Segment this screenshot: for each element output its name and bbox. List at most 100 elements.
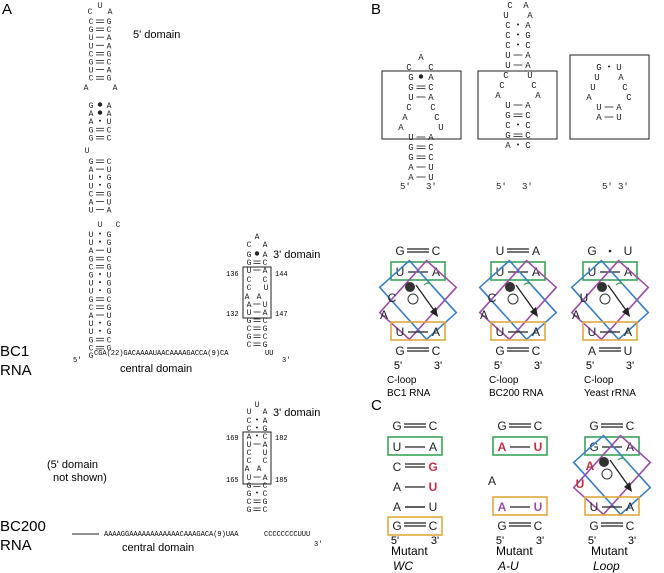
nucleotide: A [527, 11, 533, 21]
nucleotide: U [596, 103, 601, 113]
bc1-num-132: 132 [226, 311, 239, 319]
motif-nucleotide: U [534, 440, 543, 454]
nucleotide: A [263, 309, 268, 318]
top-bond [608, 249, 612, 253]
nucleotide: C [89, 50, 94, 59]
nucleotide: A [586, 93, 592, 103]
motif-nucleotide: U [393, 440, 402, 454]
nucleotide: U [98, 2, 103, 11]
nucleotide: G [89, 336, 94, 345]
nucleotide: G [89, 26, 94, 35]
gu-bond [517, 43, 519, 46]
nucleotide: G [525, 31, 530, 41]
mutant-loop-line2: Loop [593, 559, 620, 573]
nucleotide: U [89, 174, 94, 183]
nucleotide: G [107, 263, 112, 272]
stacked-base [599, 457, 609, 467]
motif-nucleotide: C [432, 344, 441, 358]
nucleotide: G [247, 490, 252, 499]
nucleotide: A [107, 110, 112, 119]
nucleotide: C [505, 41, 511, 51]
nucleotide: C [434, 113, 440, 123]
label-5-domain: 5' domain [133, 29, 180, 41]
open-base [407, 293, 419, 305]
gu-bond [99, 289, 101, 292]
motif-nucleotide: C [532, 344, 541, 358]
nucleotide: C [525, 111, 531, 121]
motif-nucleotide: A [432, 265, 440, 279]
nucleotide: A [89, 247, 94, 256]
bc200-label-line2: RNA [0, 537, 32, 554]
nucleotide: U [594, 73, 599, 83]
motif-nucleotide: A [498, 440, 507, 454]
nucleotide: G [408, 83, 413, 93]
green-pair-box [582, 261, 638, 281]
strand-3-end: 3' [426, 182, 437, 192]
nucleotide: A [428, 133, 434, 143]
nucleotide: U [89, 239, 94, 248]
nucleotide: A [398, 123, 404, 133]
motif-nucleotide: A [588, 344, 596, 358]
nucleotide: C [525, 131, 531, 141]
nucleotide: U [438, 123, 443, 133]
nucleotide: U [255, 401, 260, 410]
end-3: 3' [626, 360, 634, 372]
nucleotide: C [263, 433, 268, 442]
bc200-central-sequence: AAAAGGAAAAAAAAAAAACAAAGACA(9)UAA [104, 531, 239, 539]
nucleotide: A [245, 465, 250, 474]
nucleotide: G [247, 317, 252, 326]
motif-nucleotide: U [588, 325, 597, 339]
nucleotide: U [616, 113, 621, 123]
nucleotide: C [116, 221, 121, 230]
motif-nucleotide: A [480, 308, 488, 322]
nucleotide: G [596, 63, 601, 73]
nucleotide: C [428, 83, 434, 93]
nucleotide: C [247, 449, 252, 458]
nucleotide: C [247, 341, 252, 350]
orange-pair-box [582, 321, 638, 341]
nucleotide: U [89, 34, 94, 43]
nucleotide: C [89, 190, 94, 199]
motif-nucleotide: A [393, 500, 401, 514]
bc1-label-line1: BC1 [0, 343, 29, 360]
motif-nucleotide: C [534, 519, 543, 533]
motif-nucleotide: G [497, 419, 506, 433]
nucleotide: C [525, 121, 531, 131]
motif-nucleotide: G [589, 440, 598, 454]
nucleotide: C [406, 63, 412, 73]
motif-nucleotide: A [532, 244, 540, 258]
blue-rotated-box [378, 259, 458, 341]
nucleotide: G [107, 320, 112, 329]
nucleotide: U [89, 280, 94, 289]
nucleotide: A [89, 166, 94, 175]
nucleotide: A [107, 207, 112, 216]
nucleotide: A [428, 73, 434, 83]
blue-rotated-box [572, 434, 652, 516]
nucleotide: C [107, 158, 112, 167]
nucleotide: A [408, 163, 414, 173]
nucleotide: C [263, 276, 268, 285]
nucleotide: C [499, 81, 505, 91]
stacked-base [505, 282, 515, 292]
axis-arrow [415, 284, 437, 314]
box-yeast-c-loop [569, 54, 650, 140]
gu-bond [517, 33, 519, 36]
motif-nucleotide: G [428, 460, 437, 474]
motif-nucleotide: A [432, 325, 440, 339]
nucleotide: U [590, 83, 595, 93]
motif-nucleotide: U [396, 265, 405, 279]
nucleotide: U [89, 42, 94, 51]
nucleotide: U [107, 166, 112, 175]
gu-bond [256, 434, 258, 437]
nucleotide: A [523, 1, 529, 11]
nucleotide: A [495, 91, 501, 101]
not-shown-line2: not shown) [53, 472, 107, 484]
motif-nucleotide: A [624, 265, 632, 279]
open-base [507, 293, 519, 305]
gu-bond [256, 426, 258, 429]
nucleotide: U [616, 63, 621, 73]
nucleotide: A [113, 84, 118, 93]
panel-label-b: B [371, 1, 381, 18]
